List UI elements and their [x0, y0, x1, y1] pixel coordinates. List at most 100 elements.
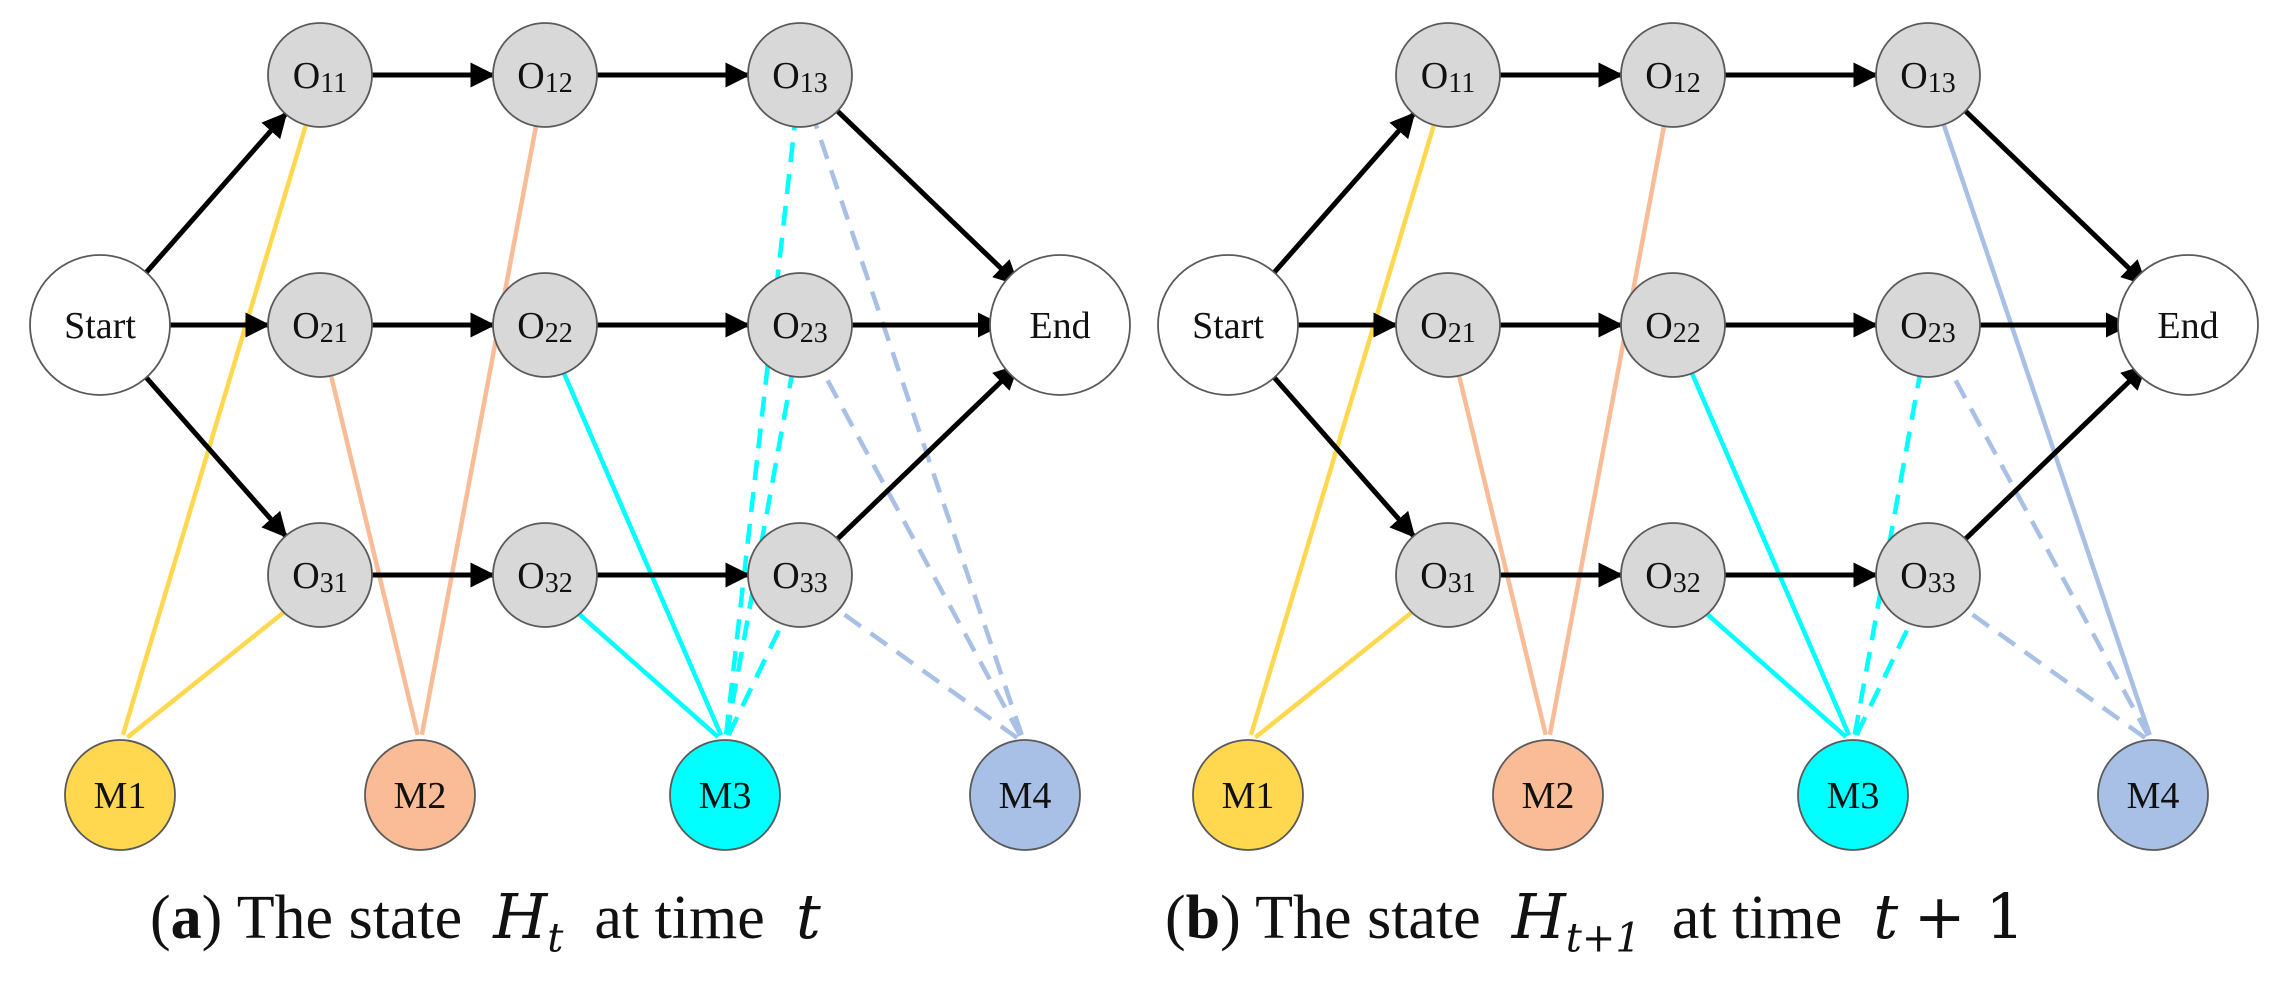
caption-symbol: H — [493, 880, 548, 953]
operation-node-circle — [747, 272, 853, 378]
operation-node-o23: O23 — [1875, 272, 1981, 378]
operation-node-circle — [492, 272, 598, 378]
arrow-o13-to-end — [835, 109, 1019, 286]
machine-node-label: M2 — [1522, 775, 1575, 817]
machine-node-label: M4 — [999, 775, 1052, 817]
start-node-circle — [29, 254, 171, 396]
assignment-lines — [1248, 113, 2152, 740]
arrow-start-to-o31 — [1260, 362, 1416, 538]
operation-node-circle — [1875, 522, 1981, 628]
assignment-line-m4-o13 — [1938, 113, 2152, 736]
start-node-label: Start — [64, 305, 136, 347]
operation-node-label: O32 — [1645, 555, 1700, 599]
caption-a: (a) The state Ht at time t — [150, 880, 821, 962]
end-node: End — [2117, 254, 2259, 396]
assignment-line-m3-o33 — [1854, 613, 1917, 737]
machine-node-label: M3 — [1827, 775, 1880, 817]
operation-node-label: O22 — [517, 305, 572, 349]
operation-node-circle — [1875, 272, 1981, 378]
operation-node-o33: O33 — [747, 522, 853, 628]
operation-node-circle — [1395, 22, 1501, 128]
operation-node-o23: O23 — [747, 272, 853, 378]
assignment-line-m4-o33 — [828, 602, 1019, 740]
operation-node-o21: O21 — [267, 272, 373, 378]
assignment-line-m4-o23 — [1943, 361, 2151, 737]
operation-node-o13: O13 — [747, 22, 853, 128]
assignment-line-m1-o31 — [1253, 604, 1422, 740]
operation-node-label: O21 — [292, 305, 347, 349]
operation-node-label: O23 — [1900, 305, 1955, 349]
machine-node-circle — [669, 739, 781, 851]
assignment-line-m4-o33 — [1956, 602, 2147, 740]
machine-node-m3: M3 — [1797, 739, 1909, 851]
machine-node-circle — [1192, 739, 1304, 851]
operation-node-label: O11 — [1421, 55, 1475, 99]
operation-node-label: O33 — [772, 555, 827, 599]
flow-arrows — [132, 62, 1019, 588]
machine-node-circle — [2097, 739, 2209, 851]
assignment-line-m3-o33 — [726, 613, 789, 737]
operation-node-circle — [267, 522, 373, 628]
assignment-lines — [120, 113, 1024, 740]
machine-node-circle — [64, 739, 176, 851]
machine-node-label: M1 — [94, 775, 147, 817]
operation-node-circle — [1620, 522, 1726, 628]
operation-node-o12: O12 — [492, 22, 598, 128]
operation-node-circle — [1875, 22, 1981, 128]
operation-node-o31: O31 — [267, 522, 373, 628]
end-node-circle — [989, 254, 1131, 396]
start-node-circle — [1157, 254, 1299, 396]
machine-node-label: M1 — [1222, 775, 1275, 817]
operation-node-o13: O13 — [1875, 22, 1981, 128]
machine-node-m2: M2 — [364, 739, 476, 851]
assignment-line-m2-o12 — [1547, 115, 1669, 736]
operation-node-label: O31 — [292, 555, 347, 599]
operation-node-label: O12 — [1645, 55, 1700, 99]
end-node-circle — [2117, 254, 2259, 396]
caption-symbol: H — [1511, 880, 1566, 953]
caption-time-suffix: + 1 — [1913, 880, 2025, 953]
operation-node-circle — [267, 272, 373, 378]
assignment-line-m3-o13 — [723, 116, 798, 735]
caption-time-var: t — [1873, 880, 1899, 953]
operation-node-circle — [492, 22, 598, 128]
operation-node-o32: O32 — [1620, 522, 1726, 628]
start-node: Start — [1157, 254, 1299, 396]
operation-node-o31: O31 — [1395, 522, 1501, 628]
assignment-line-m2-o21 — [326, 365, 420, 736]
assignment-line-m3-o32 — [1697, 605, 1848, 739]
operation-node-circle — [267, 22, 373, 128]
assignment-line-m1-o31 — [125, 604, 294, 740]
arrow-o13-to-end — [1963, 109, 2147, 286]
operation-node-label: O22 — [1645, 305, 1700, 349]
caption-subscript: t+1 — [1565, 915, 1641, 962]
machine-node-circle — [969, 739, 1081, 851]
assignment-line-m1-o11 — [1248, 114, 1440, 736]
operation-node-o11: O11 — [1395, 22, 1501, 128]
operation-node-circle — [747, 522, 853, 628]
operation-node-label: O21 — [1420, 305, 1475, 349]
operation-node-o32: O32 — [492, 522, 598, 628]
operation-node-label: O32 — [517, 555, 572, 599]
operation-node-circle — [1620, 272, 1726, 378]
operation-node-label: O23 — [772, 305, 827, 349]
caption-time-var: t — [795, 880, 821, 953]
operation-node-label: O13 — [772, 55, 827, 99]
operation-node-circle — [1395, 522, 1501, 628]
caption-time-text: at time — [594, 884, 765, 952]
caption-text: The state — [236, 884, 463, 952]
operation-node-label: O31 — [1420, 555, 1475, 599]
arrow-start-to-o11 — [1260, 112, 1416, 288]
operation-node-label: O13 — [1900, 55, 1955, 99]
operation-node-circle — [747, 22, 853, 128]
machine-node-m1: M1 — [64, 739, 176, 851]
operation-node-o22: O22 — [1620, 272, 1726, 378]
operation-node-label: O33 — [1900, 555, 1955, 599]
machine-node-m2: M2 — [1492, 739, 1604, 851]
end-node-label: End — [1029, 305, 1090, 347]
operation-node-label: O11 — [293, 55, 347, 99]
start-node-label: Start — [1192, 305, 1264, 347]
assignment-line-m2-o12 — [419, 115, 541, 736]
